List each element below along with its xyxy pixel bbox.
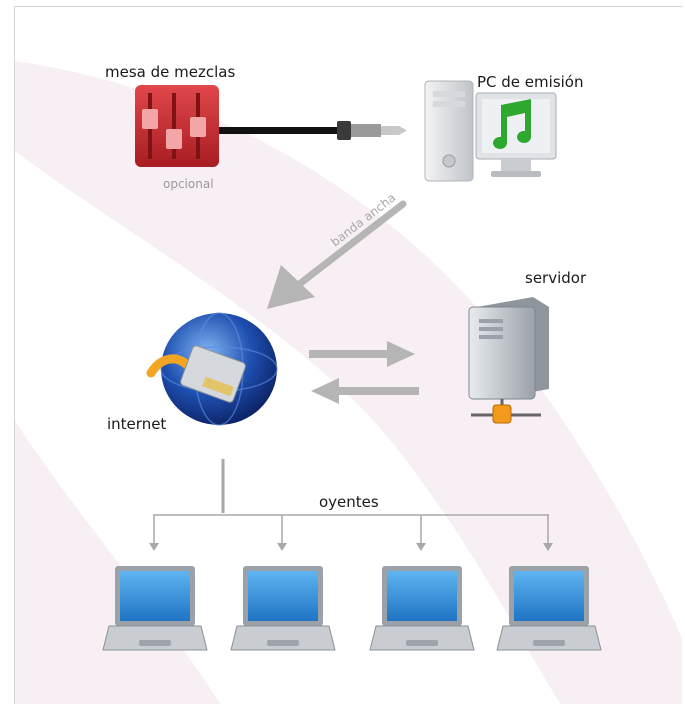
mixer-label: mesa de mezclas	[105, 63, 236, 81]
laptop-icon	[496, 566, 602, 651]
background-swoosh-left	[15, 421, 221, 704]
server-tower-icon	[468, 297, 549, 424]
optional-label: opcional	[163, 177, 214, 191]
diagram-frame: banda ancha mesa de mezclas opcional PC …	[14, 6, 682, 704]
listeners-label: oyentes	[319, 493, 379, 511]
upload-arrow	[309, 341, 415, 367]
desktop-pc-music-icon	[424, 80, 557, 182]
pc-label: PC de emisión	[477, 73, 584, 91]
audio-cable-icon	[219, 121, 407, 140]
laptop-icon	[369, 566, 475, 651]
laptop-icon	[230, 566, 336, 651]
internet-label: internet	[107, 415, 167, 433]
globe-network-cable-icon	[146, 312, 278, 426]
laptop-icon	[102, 566, 208, 651]
diagram-canvas: banda ancha	[15, 61, 682, 704]
listener-distribution-lines	[149, 459, 553, 551]
server-label: servidor	[525, 269, 587, 287]
download-arrow	[311, 378, 419, 404]
mixing-console-icon	[135, 85, 219, 167]
broadband-arrow	[267, 200, 407, 309]
background-swoosh	[15, 61, 682, 704]
